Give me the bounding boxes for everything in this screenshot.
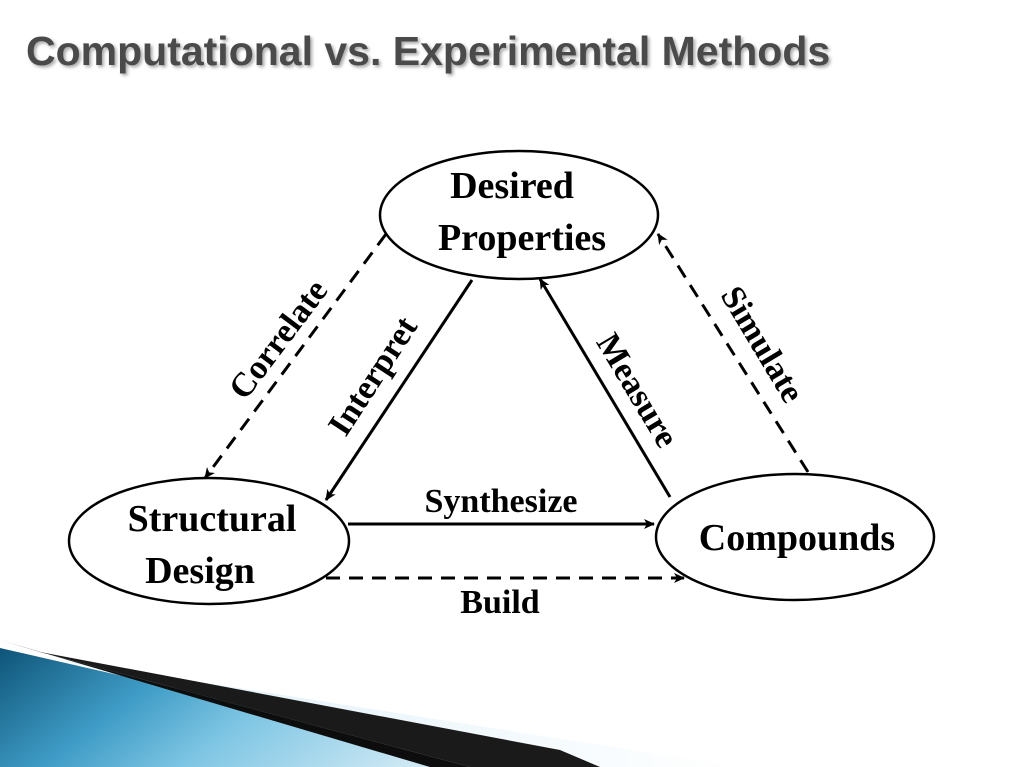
node-compounds: Compounds bbox=[654, 472, 936, 602]
node-desired-properties-line2: Properties bbox=[438, 217, 606, 259]
label-correlate: Correlate bbox=[222, 273, 335, 406]
arrow-measure bbox=[538, 278, 672, 498]
arrow-interpret bbox=[324, 279, 474, 501]
node-structural-design: Structural Design bbox=[67, 476, 351, 606]
slide-title: Computational vs. Experimental Methods bbox=[26, 28, 831, 74]
node-desired-properties: Desired Properties bbox=[378, 149, 660, 281]
label-measure: Measure bbox=[589, 327, 686, 454]
decorative-swoosh bbox=[0, 640, 740, 767]
arrow-correlate bbox=[203, 233, 388, 479]
node-structural-design-line1: Structural bbox=[128, 498, 297, 540]
node-structural-design-line2: Design bbox=[145, 550, 255, 592]
node-compounds-label: Compounds bbox=[699, 517, 895, 559]
label-build: Build bbox=[460, 584, 539, 621]
arrow-simulate bbox=[656, 233, 810, 473]
label-synthesize: Synthesize bbox=[425, 483, 578, 520]
node-desired-properties-line1: Desired bbox=[450, 165, 574, 207]
